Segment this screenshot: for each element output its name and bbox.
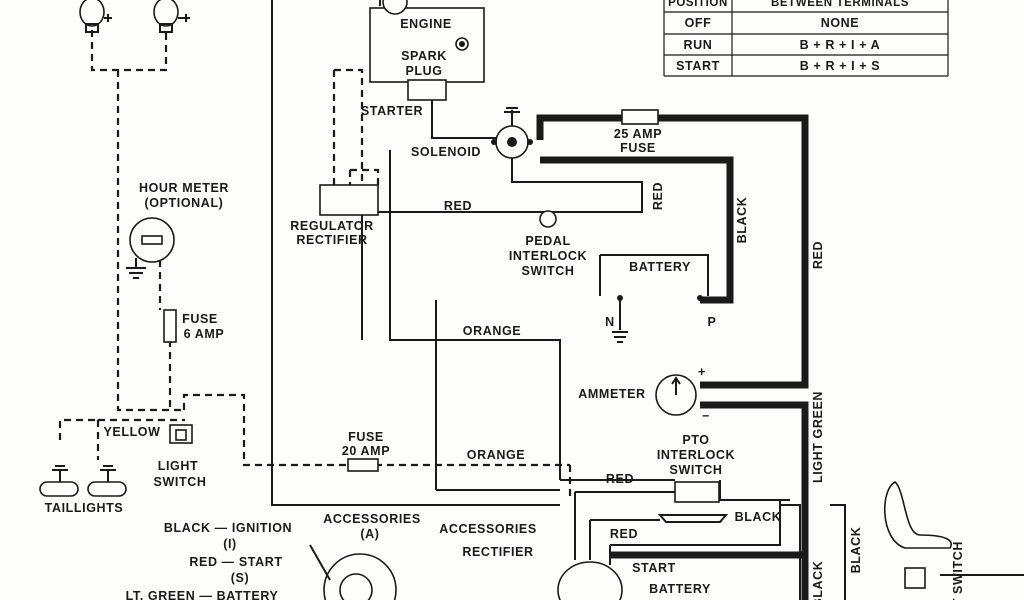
label-seat-switch: AT SWITCH (951, 541, 965, 600)
label-minus: − (702, 409, 710, 423)
table-cell: RUN (684, 38, 713, 52)
label-black-pto: BLACK (735, 510, 782, 524)
taillight-right (87, 465, 127, 497)
label-switch: SWITCH (522, 264, 575, 278)
label-fuse25-1: 25 AMP (614, 127, 662, 141)
table-header-terminals: BETWEEN TERMINALS (771, 0, 909, 9)
label-spark: SPARK (401, 49, 447, 63)
label-pto: PTO (682, 433, 709, 447)
label-red-start: RED — START (189, 555, 282, 569)
label-accessories-a: (A) (360, 527, 379, 541)
label-battery: BATTERY (629, 260, 691, 274)
label-black-lower: BLACK (811, 561, 825, 600)
label-fuse20-2: 20 AMP (342, 444, 390, 458)
ammeter (655, 374, 697, 416)
label-regulator: REGULATOR (290, 219, 373, 233)
label-ammeter: AMMETER (578, 387, 645, 401)
taillight-left (39, 465, 79, 497)
fuse-25-amp (621, 109, 659, 125)
label-fuse25-2: FUSE (620, 141, 656, 155)
fuse-6-amp (163, 309, 177, 343)
label-yellow: YELLOW (103, 425, 160, 439)
label-battery-low: BATTERY (649, 582, 711, 596)
label-start-s: (S) (231, 571, 249, 585)
table-cell: B + R + I + A (800, 38, 881, 52)
label-red-pto: RED (606, 472, 634, 486)
label-pto-interlock: INTERLOCK (657, 448, 735, 462)
table-cell: OFF (685, 16, 712, 30)
label-n: N (605, 315, 615, 329)
accessories-rectifier (557, 561, 623, 600)
label-acc-rectifier-1: ACCESSORIES (439, 522, 537, 536)
seat-icon (884, 481, 952, 589)
label-p: P (708, 315, 717, 329)
thick-wires (536, 114, 809, 600)
light-switch (169, 424, 193, 444)
headlight-left (79, 0, 112, 33)
label-accessories: ACCESSORIES (323, 512, 421, 526)
label-ltgreen-battery: LT. GREEN — BATTERY (126, 589, 279, 600)
label-interlock: INTERLOCK (509, 249, 587, 263)
hour-meter (126, 217, 175, 279)
pto-interlock-switch (657, 481, 729, 523)
label-black-vertical: BLACK (735, 197, 749, 244)
battery (599, 254, 709, 343)
label-pto-switch: SWITCH (670, 463, 723, 477)
label-red-low: RED (610, 527, 638, 541)
label-orange-2: ORANGE (467, 448, 525, 462)
label-start: START (632, 561, 676, 575)
ignition-switch (309, 544, 397, 600)
label-rectifier: RECTIFIER (296, 233, 367, 247)
label-black-ignition: BLACK — IGNITION (164, 521, 292, 535)
fuse-20-amp (347, 458, 379, 472)
label-ign-i: (I) (223, 537, 237, 551)
label-plus: + (698, 365, 706, 379)
solenoid (491, 107, 533, 159)
label-red-right: RED (811, 241, 825, 269)
table-cell: START (676, 59, 720, 73)
label-light-switch: SWITCH (154, 475, 207, 489)
label-starter: STARTER (361, 104, 423, 118)
label-orange: ORANGE (463, 324, 521, 338)
label-light-green: LIGHT GREEN (811, 391, 825, 483)
regulator-rectifier (319, 184, 379, 216)
ignition-switch-table: POSITION BETWEEN TERMINALS OFF NONE RUN … (663, 0, 949, 77)
label-red: RED (444, 199, 472, 213)
label-acc-rectifier-2: RECTIFIER (462, 545, 533, 559)
solid-wires (271, 0, 1024, 600)
table-header-position: POSITION (668, 0, 728, 9)
label-optional: (OPTIONAL) (145, 196, 224, 210)
label-fuse6-2: 6 AMP (184, 327, 225, 341)
label-red-vertical: RED (651, 182, 665, 210)
label-taillights: TAILLIGHTS (45, 501, 124, 515)
table-cell: B + R + I + S (800, 59, 880, 73)
label-fuse6-1: FUSE (182, 312, 218, 326)
pedal-interlock-switch (539, 210, 557, 228)
label-black-lower2: BLACK (849, 527, 863, 574)
label-pedal: PEDAL (525, 234, 570, 248)
label-engine: ENGINE (400, 17, 452, 31)
label-plug: PLUG (405, 64, 442, 78)
label-fuse20-1: FUSE (348, 430, 384, 444)
label-solenoid: SOLENOID (411, 145, 481, 159)
dashed-wires (58, 30, 572, 500)
label-light: LIGHT (158, 459, 199, 473)
engine-box (369, 0, 485, 101)
labels: ENGINE SPARK PLUG STARTER SOLENOID 25 AM… (45, 17, 965, 600)
label-hour-meter: HOUR METER (139, 181, 229, 195)
headlight-right (153, 0, 190, 33)
table-cell: NONE (821, 16, 860, 30)
